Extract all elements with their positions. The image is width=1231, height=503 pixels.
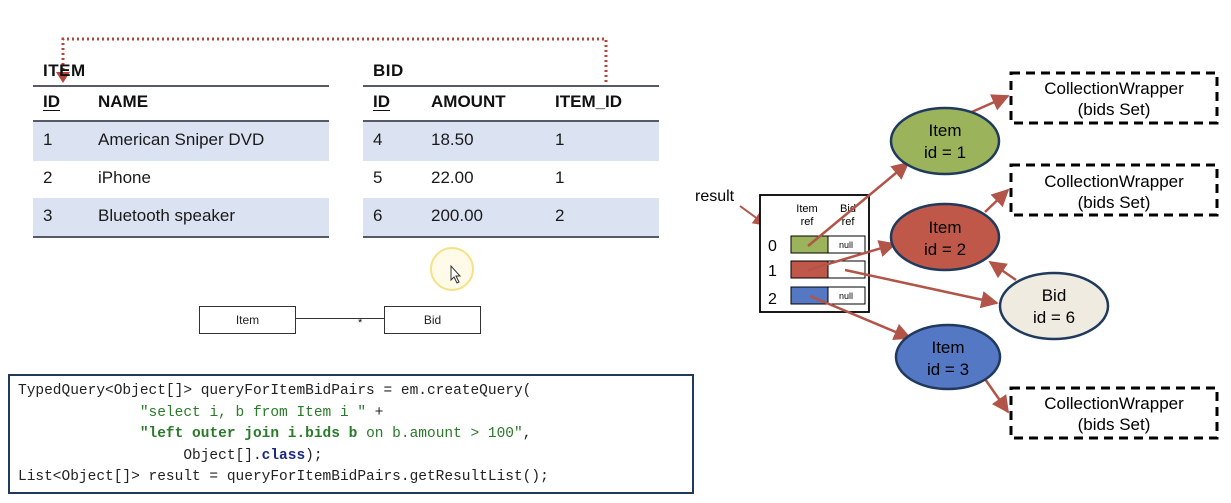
node-label: id = 3 [927,360,969,379]
result-label: result [695,188,735,205]
item-cell-id: 2 [43,168,53,187]
item-header-id: ID [43,92,60,111]
wrapper-label: CollectionWrapper [1044,172,1184,191]
code-punct: , [522,426,532,443]
wrapper-label: (bids Set) [1078,100,1151,119]
node-label: id = 6 [1033,308,1075,327]
row-index: 1 [768,263,777,280]
node-label: id = 2 [924,240,966,259]
bid-cell-id: 6 [373,206,383,225]
bid-ref-cell [827,286,866,305]
cursor-highlight [430,247,474,291]
code-keyword: class [261,447,306,464]
item-node [889,202,1001,272]
item-header-name: NAME [98,92,149,111]
item-cell-name: American Sniper DVD [98,130,265,149]
bid-header-item-id: ITEM_ID [555,92,623,111]
row-index: 0 [768,238,777,255]
null-label: null [839,240,853,250]
collection-wrapper-box [1009,71,1219,125]
bid-cell-item-id: 1 [555,168,565,187]
collection-wrapper-box [1009,386,1219,440]
bid-cell-amount: 22.00 [431,168,474,187]
code-punct: ); [305,447,323,464]
bid-header-amount: AMOUNT [431,92,506,111]
code-keyword: "left outer join i.bids b [139,426,358,443]
bid-cell-item-id: 2 [555,206,565,225]
node-label: Bid [1042,286,1067,305]
bid-cell-id: 5 [373,168,383,187]
code-operator: + [366,404,384,421]
bid-header-id: ID [373,92,390,111]
code-line: List<Object[]> result = queryForItemBidP… [18,469,549,486]
code-line: TypedQuery<Object[]> queryForItemBidPair… [18,383,532,399]
wrapper-label: (bids Set) [1078,415,1151,434]
uml-item-class: Item [199,306,296,334]
wrapper-label: (bids Set) [1078,193,1151,212]
bid-cell-amount: 18.50 [431,130,474,149]
item-cell-id: 3 [43,206,53,225]
code-block: TypedQuery<Object[]> queryForItemBidPair… [8,374,694,494]
node-label: Item [928,121,961,140]
null-label: null [839,291,853,301]
node-label: Item [931,338,964,357]
code-string: "select i, b from Item i " [139,404,367,421]
collection-wrapper-box [1009,163,1219,217]
column-label: Item [796,203,817,215]
bid-node [998,271,1110,341]
wrapper-label: CollectionWrapper [1044,394,1184,413]
bid-ref-cell [827,235,866,254]
item-cell-id: 1 [43,130,53,149]
bid-cell-id: 4 [373,130,383,149]
code-text: Object[]. [183,447,262,464]
uml-multiplicity: * [358,317,363,329]
wrapper-label: CollectionWrapper [1044,79,1184,98]
code-string: on b.amount > 100" [357,426,523,443]
uml-bid-class: Bid [384,306,481,334]
node-label: Item [928,218,961,237]
item-table-title: ITEM [43,61,86,80]
item-node [889,106,1001,176]
bid-cell-amount: 200.00 [431,206,483,225]
item-cell-name: iPhone [98,168,151,187]
row-index: 2 [768,291,777,308]
bid-cell-item-id: 1 [555,130,565,149]
column-label: ref [801,216,815,228]
bid-table-title: BID [373,61,404,80]
column-label: ref [842,216,856,228]
column-label: Bid [840,203,856,215]
item-cell-name: Bluetooth speaker [98,206,236,225]
foreign-key-arrow [56,37,608,83]
node-label: id = 1 [924,143,966,162]
item-node [894,323,1002,391]
